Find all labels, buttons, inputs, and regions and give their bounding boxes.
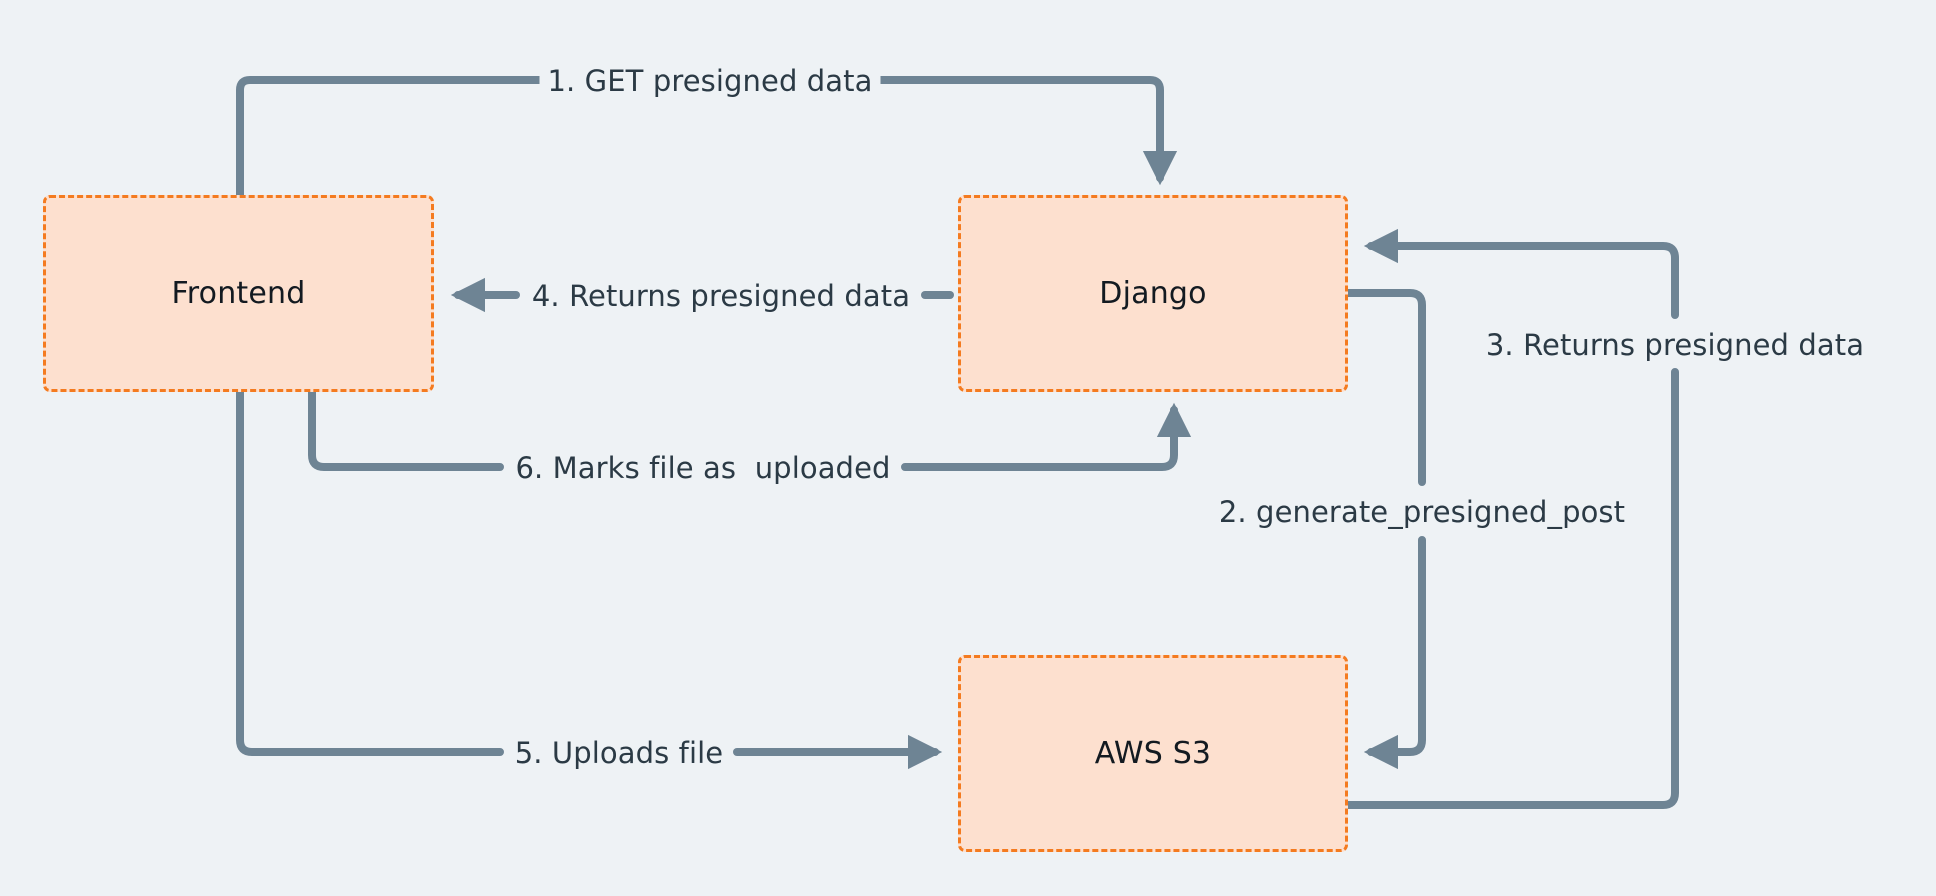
edge-label-2: 2. generate_presigned_post <box>1210 495 1634 529</box>
node-frontend[interactable]: Frontend <box>43 195 434 392</box>
edge-path-6 <box>308 388 504 471</box>
edge-path-6b <box>901 402 1192 471</box>
node-s3[interactable]: AWS S3 <box>958 655 1348 852</box>
node-s3-label: AWS S3 <box>1094 736 1212 771</box>
edge-path-2b <box>1363 536 1426 770</box>
edge-label-6: 6. Marks file as uploaded <box>507 451 899 485</box>
edge-path-5 <box>236 388 504 756</box>
edge-path-3b <box>1363 228 1679 319</box>
edge-label-3: 3. Returns presigned data <box>1477 328 1873 362</box>
edge-path-1b <box>876 76 1178 186</box>
node-django-label: Django <box>1099 276 1207 311</box>
node-django[interactable]: Django <box>958 195 1348 392</box>
edge-label-5: 5. Uploads file <box>506 736 732 770</box>
edge-path-3 <box>1344 368 1679 809</box>
edge-path-2 <box>1344 289 1426 486</box>
node-frontend-label: Frontend <box>171 276 306 311</box>
edge-label-4: 4. Returns presigned data <box>523 279 919 313</box>
edge-path-1 <box>236 76 544 199</box>
edge-label-1: 1. GET presigned data <box>539 64 881 98</box>
